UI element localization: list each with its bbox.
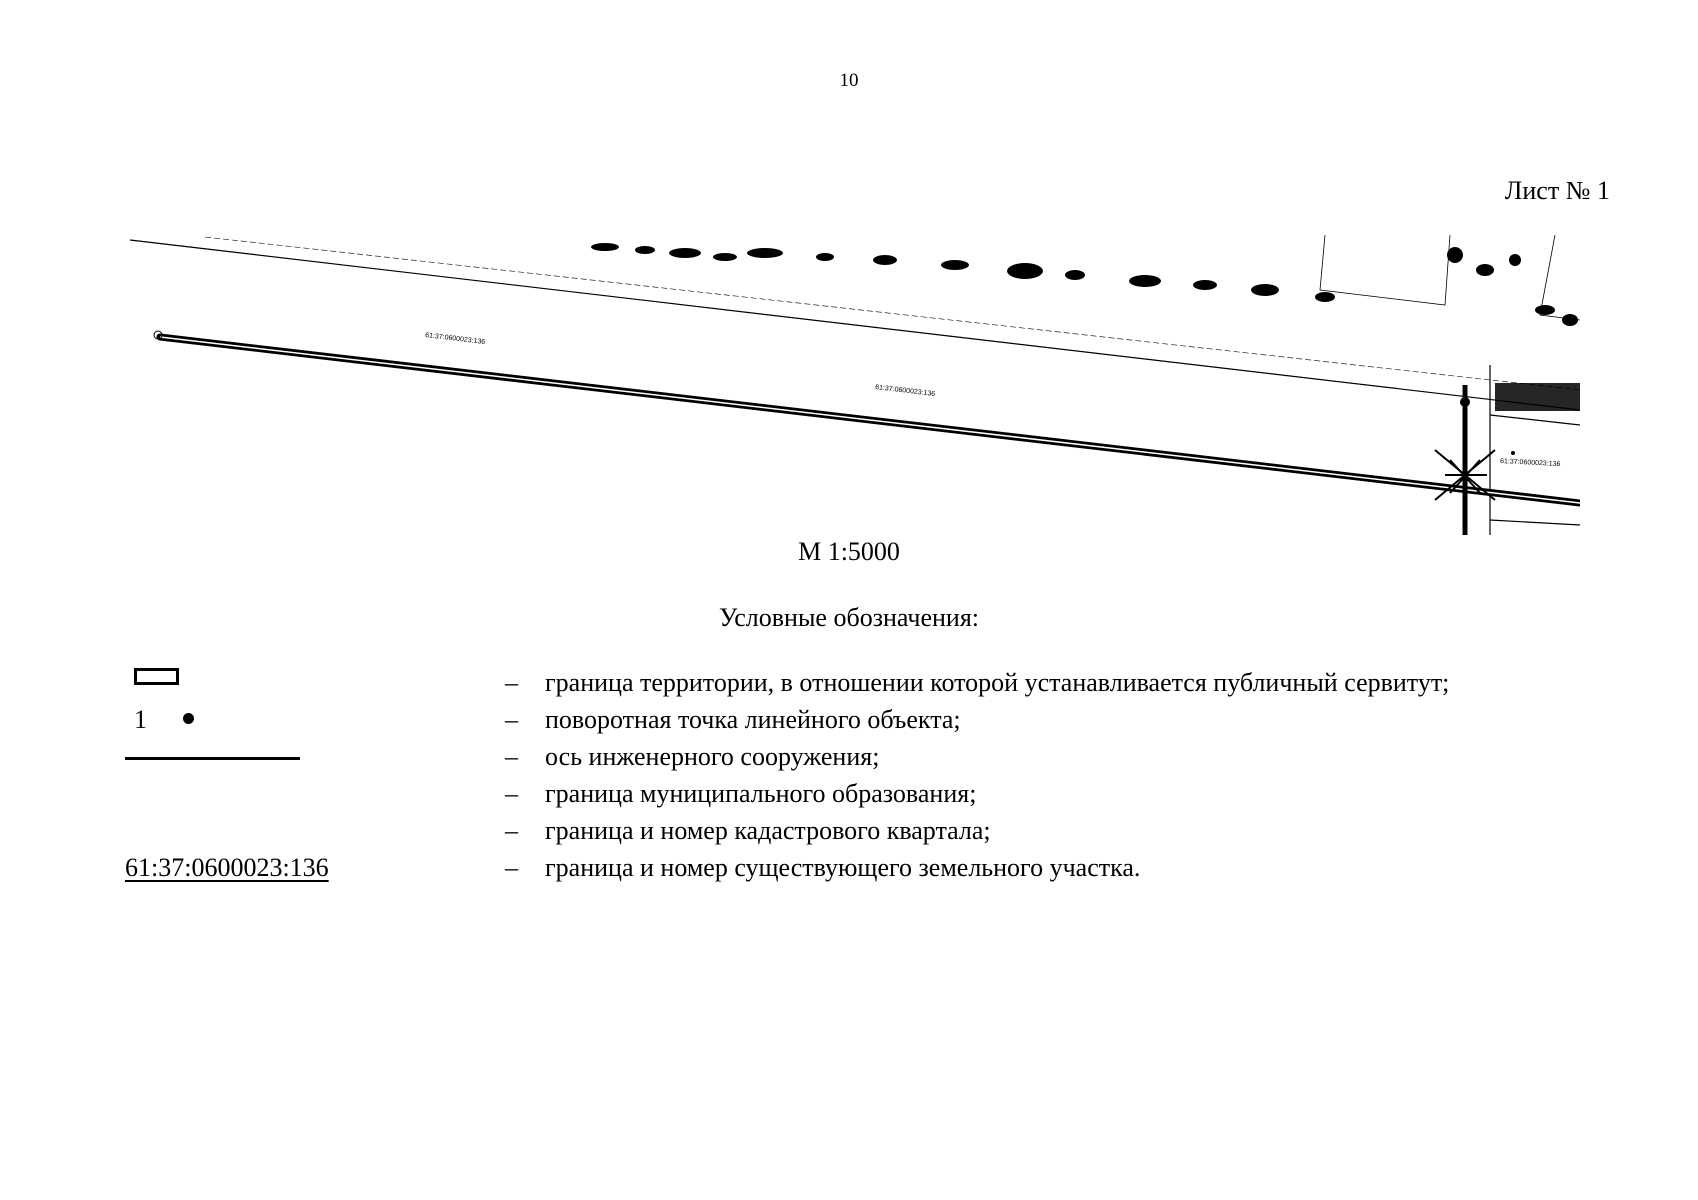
parcel-label: 61:37:0600023:136: [425, 332, 486, 346]
legend-row-turn-point: 1 – поворотная точка линейного объекта;: [125, 701, 1585, 738]
point-marker: [1511, 451, 1515, 455]
parcel-boundary-line: [1489, 414, 1580, 426]
map-scale: М 1:5000: [798, 537, 900, 566]
rectangle-outline-icon: [134, 668, 179, 685]
legend-text: граница и номер существующего земельного…: [545, 853, 1141, 882]
crossing-structure: [1434, 385, 1496, 535]
vegetation-cluster: [591, 243, 1578, 326]
parcel-number-sample: 61:37:0600023:136: [125, 853, 329, 882]
sheet-label: Лист № 1: [1504, 176, 1610, 205]
legend-row-municipal-boundary: – граница муниципального образования;: [125, 775, 1585, 812]
cadastral-map: 61:37:0600023:136 61:37:0600023:136 61:3…: [125, 235, 1580, 535]
building-outline: [1539, 235, 1580, 321]
building-outline: [1319, 235, 1451, 306]
point-number: 1: [134, 705, 147, 734]
legend-dash: –: [505, 668, 518, 697]
pole-icon: [1460, 397, 1470, 407]
engineering-axis-line-core: [159, 336, 1580, 504]
hatched-area: [1495, 383, 1580, 411]
parcel-label: 61:37:0600023:136: [1500, 458, 1561, 468]
legend-dash: –: [505, 853, 518, 882]
legend-symbol: [125, 775, 425, 812]
legend-dash: –: [505, 742, 518, 771]
turn-point-icon: [153, 330, 163, 340]
legend-row-land-parcel: 61:37:0600023:136 – граница и номер суще…: [125, 849, 1585, 886]
parcel-boundary-line: [1489, 519, 1580, 526]
legend-dash: –: [505, 816, 518, 845]
legend-symbol: [125, 738, 425, 775]
legend-symbol: [125, 664, 425, 701]
legend-text: граница и номер кадастрового квартала;: [545, 816, 991, 845]
legend-dash: –: [505, 779, 518, 808]
point-dot-icon: [183, 713, 194, 724]
legend-symbol: 1: [125, 701, 425, 738]
legend-symbol: [125, 812, 425, 849]
legend-text: граница муниципального образования;: [545, 779, 977, 808]
legend-text: поворотная точка линейного объекта;: [545, 705, 961, 734]
road-boundary-line: [129, 239, 1580, 411]
legend-row-engineering-axis: – ось инженерного сооружения;: [125, 738, 1585, 775]
legend-text: ось инженерного сооружения;: [545, 742, 880, 771]
legend-title: Условные обозначения:: [718, 603, 980, 632]
legend: – граница территории, в отношении которо…: [125, 664, 1585, 886]
quarter-boundary-line: [204, 236, 1580, 391]
legend-row-cadastral-quarter: – граница и номер кадастрового квартала;: [125, 812, 1585, 849]
legend-text: граница территории, в отношении которой …: [545, 668, 1450, 697]
page-number: 10: [839, 70, 859, 91]
legend-row-servitude-boundary: – граница территории, в отношении которо…: [125, 664, 1585, 701]
map-canvas: 61:37:0600023:136 61:37:0600023:136 61:3…: [129, 235, 1580, 535]
legend-dash: –: [505, 705, 518, 734]
thick-line-icon: [125, 757, 300, 760]
parcel-label: 61:37:0600023:136: [875, 384, 936, 398]
legend-symbol: 61:37:0600023:136: [125, 849, 425, 886]
